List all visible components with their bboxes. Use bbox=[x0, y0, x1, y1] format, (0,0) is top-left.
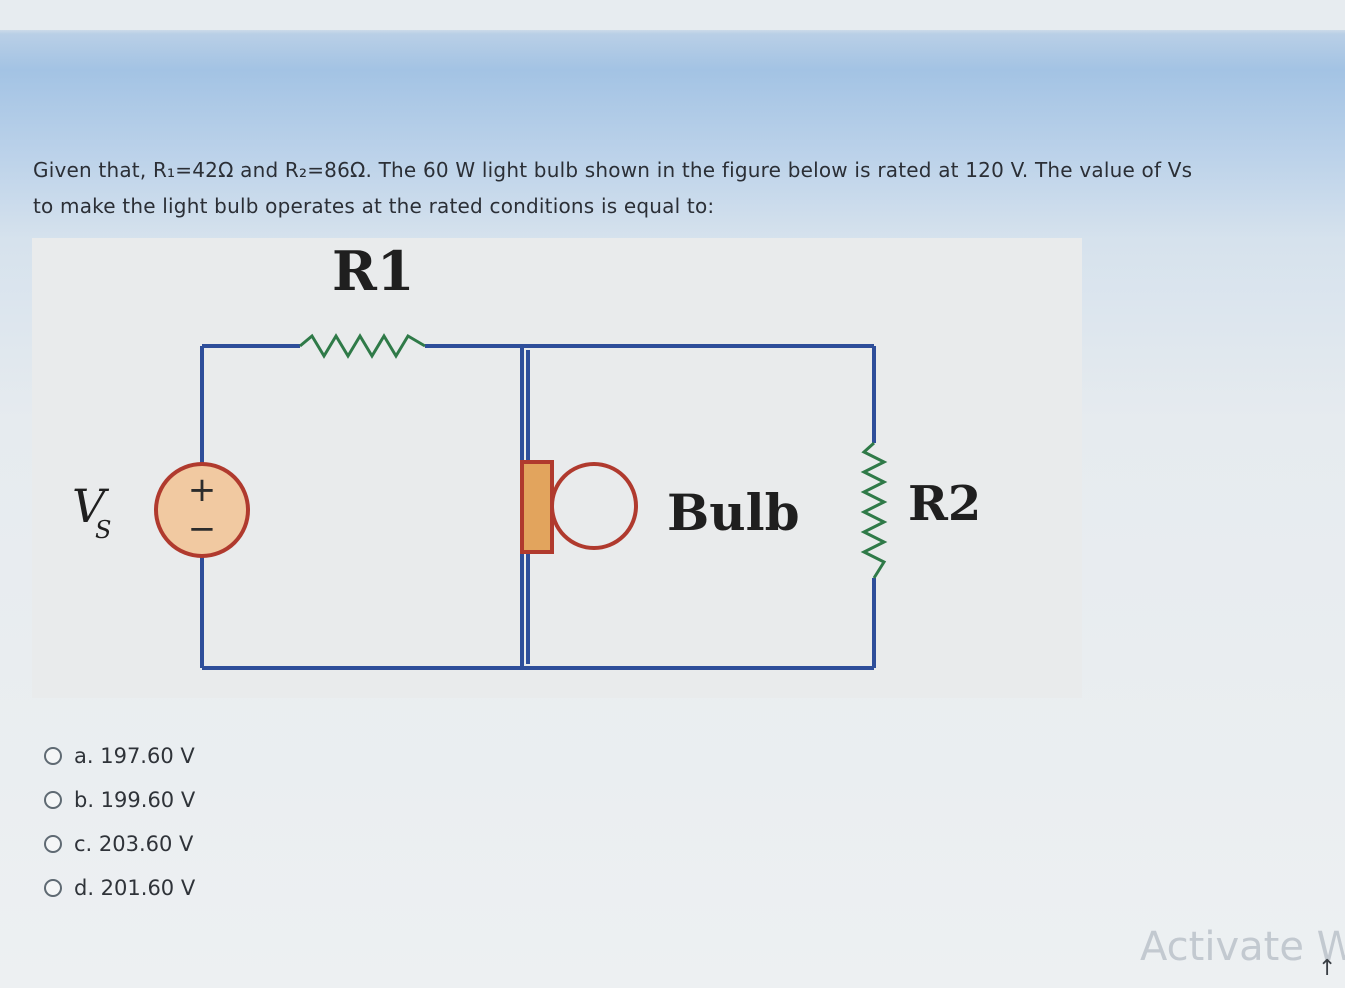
radio-button-icon[interactable] bbox=[44, 747, 62, 765]
question-line-1: Given that, R₁=42Ω and R₂=86Ω. The 60 W … bbox=[33, 158, 1193, 182]
radio-button-icon[interactable] bbox=[44, 791, 62, 809]
option-b[interactable]: b. 199.60 V bbox=[44, 778, 195, 822]
answer-options: a. 197.60 V b. 199.60 V c. 203.60 V d. 2… bbox=[44, 734, 195, 910]
radio-button-icon[interactable] bbox=[44, 879, 62, 897]
bulb-base bbox=[520, 460, 554, 554]
r1-label: R1 bbox=[332, 239, 414, 303]
bulb-glass bbox=[550, 462, 638, 550]
bulb-label: Bulb bbox=[667, 483, 800, 542]
resistor-r2 bbox=[860, 441, 888, 579]
option-d[interactable]: d. 201.60 V bbox=[44, 866, 195, 910]
circuit-diagram: + − V S R1 Bulb R2 bbox=[72, 239, 981, 670]
voltage-source-plus: + bbox=[188, 470, 217, 510]
voltage-source-label-sub: S bbox=[95, 516, 111, 544]
radio-button-icon[interactable] bbox=[44, 835, 62, 853]
voltage-source-label: V bbox=[72, 479, 110, 533]
option-label: b. 199.60 V bbox=[74, 788, 196, 812]
circuit-wires bbox=[200, 344, 876, 670]
option-c[interactable]: c. 203.60 V bbox=[44, 822, 195, 866]
activation-watermark: Activate W bbox=[1140, 924, 1345, 970]
option-label: a. 197.60 V bbox=[74, 744, 195, 768]
question-line-2: to make the light bulb operates at the r… bbox=[33, 194, 715, 218]
option-label: c. 203.60 V bbox=[74, 832, 194, 856]
voltage-source-circle bbox=[154, 462, 250, 558]
top-band bbox=[0, 0, 1345, 30]
voltage-source-minus: − bbox=[188, 509, 217, 549]
circuit-figure: + − V S R1 Bulb R2 bbox=[32, 238, 1082, 698]
question-text: Given that, R₁=42Ω and R₂=86Ω. The 60 W … bbox=[33, 152, 1313, 224]
r2-label: R2 bbox=[908, 476, 981, 532]
resistor-r1 bbox=[299, 333, 426, 359]
option-label: d. 201.60 V bbox=[74, 876, 196, 900]
scroll-up-arrow-icon[interactable]: ↑ bbox=[1318, 956, 1337, 981]
option-a[interactable]: a. 197.60 V bbox=[44, 734, 195, 778]
